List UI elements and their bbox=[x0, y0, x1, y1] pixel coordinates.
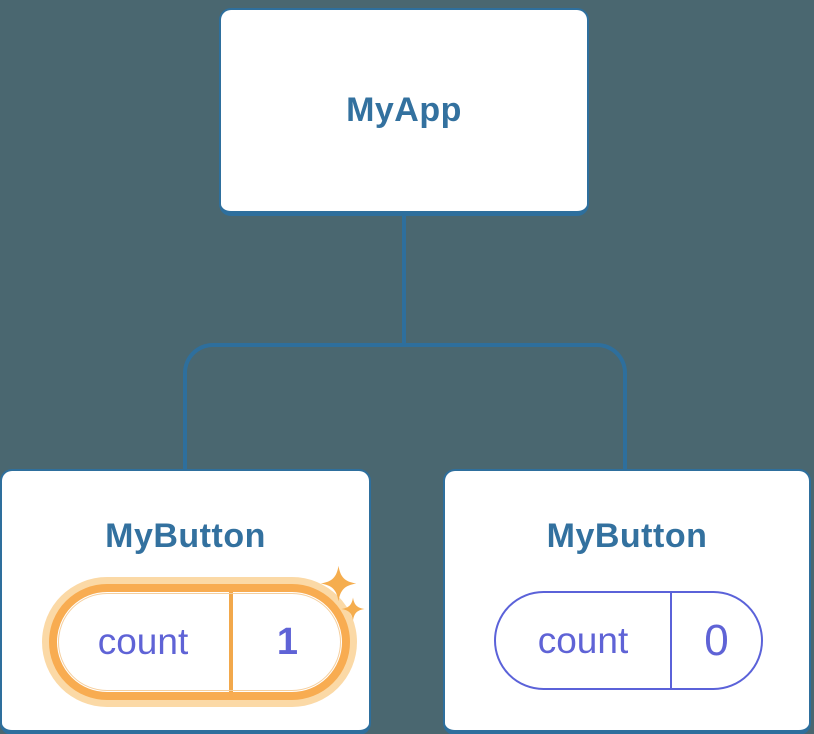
node-label: MyButton bbox=[105, 517, 266, 555]
state-pill-highlighted: count 1 bbox=[49, 584, 350, 700]
state-key-label: count bbox=[97, 621, 189, 662]
connector-stem-line bbox=[402, 212, 406, 345]
sparkle-icon bbox=[320, 565, 357, 602]
pill-divider bbox=[229, 592, 233, 692]
tree-node-child-left: MyButton count 1 bbox=[0, 469, 371, 734]
tree-node-child-right: MyButton count 0 bbox=[443, 469, 811, 734]
node-label: MyButton bbox=[546, 517, 708, 555]
state-value: 0 bbox=[704, 615, 729, 665]
state-pill: count 0 bbox=[494, 591, 763, 690]
pill-divider bbox=[670, 593, 672, 688]
state-value: 1 bbox=[276, 620, 299, 663]
connector-branch-lines bbox=[183, 343, 627, 469]
node-label: MyApp bbox=[346, 91, 462, 129]
sparkle-icon bbox=[341, 597, 365, 621]
tree-node-root: MyApp bbox=[219, 8, 589, 216]
state-key-label: count bbox=[537, 619, 629, 661]
